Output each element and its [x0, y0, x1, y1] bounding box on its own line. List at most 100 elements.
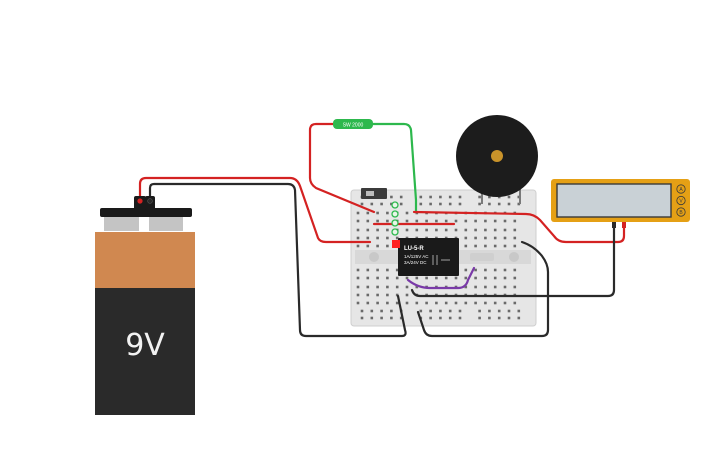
breadboard-hole[interactable]: [493, 301, 497, 305]
breadboard-hole[interactable]: [513, 228, 517, 232]
wire-purple-relay[interactable]: [406, 266, 476, 290]
breadboard-hole[interactable]: [478, 195, 481, 199]
breadboard-hole[interactable]: [454, 276, 458, 280]
breadboard-hole[interactable]: [444, 301, 448, 305]
breadboard-hole[interactable]: [497, 309, 501, 313]
breadboard-hole[interactable]: [435, 228, 438, 232]
breadboard-hole[interactable]: [507, 202, 511, 206]
breadboard-hole[interactable]: [376, 301, 379, 305]
breadboard-hole[interactable]: [464, 228, 468, 232]
breadboard-hole[interactable]: [513, 276, 517, 280]
breadboard-hole[interactable]: [386, 244, 389, 248]
breadboard-hole[interactable]: [497, 195, 501, 199]
breadboard-hole[interactable]: [366, 211, 370, 215]
breadboard-hole[interactable]: [448, 195, 452, 199]
breadboard-hole[interactable]: [360, 309, 364, 313]
breadboard-hole[interactable]: [517, 195, 521, 199]
breadboard-hole[interactable]: [405, 211, 409, 215]
breadboard-hole[interactable]: [390, 316, 393, 320]
breadboard-hole[interactable]: [439, 309, 442, 313]
wire-black-buzzer[interactable]: [416, 240, 550, 338]
breadboard-hole[interactable]: [448, 316, 452, 320]
breadboard-hole[interactable]: [425, 228, 428, 232]
breadboard-hole[interactable]: [484, 268, 487, 272]
breadboard-hole[interactable]: [497, 316, 501, 320]
breadboard-hole[interactable]: [493, 244, 497, 248]
breadboard-hole[interactable]: [405, 293, 409, 297]
breadboard-hole[interactable]: [507, 195, 511, 199]
port-v[interactable]: [676, 195, 686, 206]
breadboard-hole[interactable]: [503, 244, 507, 248]
breadboard-hole[interactable]: [474, 236, 477, 240]
breadboard-hole[interactable]: [497, 202, 501, 206]
breadboard-hole[interactable]: [360, 316, 364, 320]
multimeter-probe-black[interactable]: [612, 222, 616, 228]
breadboard-hole[interactable]: [356, 301, 360, 305]
wire-black-battery-negative[interactable]: [148, 182, 407, 338]
breadboard-hole[interactable]: [370, 309, 374, 313]
breadboard-hole[interactable]: [386, 268, 389, 272]
breadboard-hole[interactable]: [429, 195, 432, 199]
breadboard-hole[interactable]: [503, 268, 507, 272]
breadboard-hole[interactable]: [464, 219, 468, 223]
breadboard-hole[interactable]: [478, 316, 481, 320]
breadboard-hole[interactable]: [405, 219, 409, 223]
breadboard-hole[interactable]: [474, 268, 477, 272]
wire-red-battery-positive[interactable]: [138, 176, 372, 244]
breadboard-hole[interactable]: [493, 285, 497, 289]
breadboard-hole[interactable]: [356, 236, 360, 240]
breadboard-hole[interactable]: [395, 236, 399, 240]
port-a[interactable]: [676, 184, 686, 194]
breadboard-hole[interactable]: [503, 276, 507, 280]
slide-switch-knob[interactable]: [366, 191, 374, 196]
breadboard-hole[interactable]: [484, 228, 487, 232]
wire-red-switch-feed[interactable]: [308, 122, 376, 214]
breadboard-hole[interactable]: [493, 276, 497, 280]
breadboard-hole[interactable]: [415, 228, 419, 232]
breadboard-hole[interactable]: [513, 219, 517, 223]
breadboard-hole[interactable]: [380, 316, 383, 320]
breadboard-hole[interactable]: [464, 244, 468, 248]
breadboard-hole[interactable]: [464, 301, 468, 305]
multimeter-probe-red[interactable]: [622, 222, 626, 228]
breadboard-hole[interactable]: [386, 285, 389, 289]
breadboard-hole[interactable]: [439, 202, 442, 206]
breadboard-hole[interactable]: [415, 219, 419, 223]
breadboard-hole[interactable]: [448, 309, 452, 313]
breadboard-hole[interactable]: [376, 268, 379, 272]
breadboard-hole[interactable]: [435, 276, 438, 280]
breadboard-hole[interactable]: [474, 301, 477, 305]
breadboard-hole[interactable]: [458, 195, 462, 199]
breadboard-hole[interactable]: [405, 285, 409, 289]
breadboard-hole[interactable]: [386, 276, 389, 280]
breadboard-hole[interactable]: [478, 202, 481, 206]
battery-9v[interactable]: 9V: [95, 196, 195, 415]
breadboard-hole[interactable]: [513, 301, 517, 305]
breadboard-hole[interactable]: [360, 202, 364, 206]
breadboard-hole[interactable]: [425, 219, 428, 223]
breadboard-hole[interactable]: [513, 244, 517, 248]
breadboard-hole[interactable]: [488, 316, 491, 320]
breadboard-hole[interactable]: [419, 202, 423, 206]
breadboard-hole[interactable]: [448, 202, 452, 206]
breadboard-hole[interactable]: [464, 276, 468, 280]
breadboard-hole[interactable]: [390, 309, 393, 313]
breadboard-hole[interactable]: [376, 219, 379, 223]
breadboard-hole[interactable]: [484, 244, 487, 248]
breadboard-hole[interactable]: [429, 316, 432, 320]
breadboard-hole[interactable]: [484, 219, 487, 223]
breadboard-hole[interactable]: [507, 309, 511, 313]
breadboard-hole[interactable]: [390, 195, 393, 199]
breadboard-hole[interactable]: [464, 285, 468, 289]
breadboard-hole[interactable]: [458, 316, 462, 320]
breadboard-hole[interactable]: [376, 236, 379, 240]
breadboard-hole[interactable]: [513, 236, 517, 240]
breadboard-hole[interactable]: [405, 228, 409, 232]
breadboard-hole[interactable]: [376, 285, 379, 289]
breadboard-hole[interactable]: [464, 236, 468, 240]
breadboard-hole[interactable]: [376, 228, 379, 232]
breadboard-hole[interactable]: [493, 219, 497, 223]
breadboard-hole[interactable]: [484, 236, 487, 240]
breadboard-hole[interactable]: [474, 228, 477, 232]
breadboard-hole[interactable]: [419, 195, 423, 199]
